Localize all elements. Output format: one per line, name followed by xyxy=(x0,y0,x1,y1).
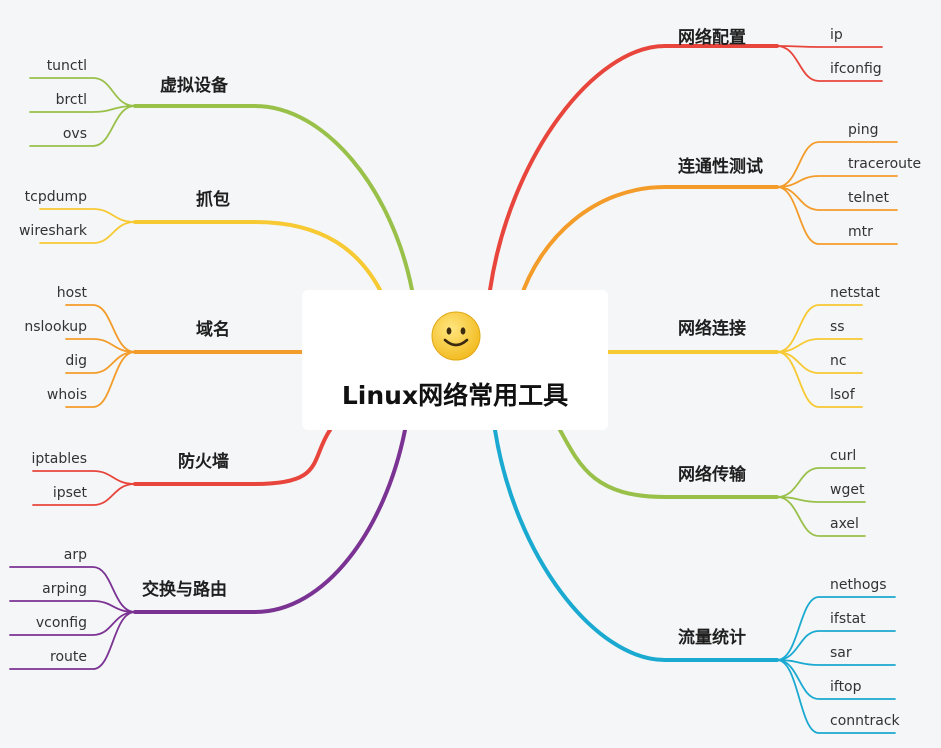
leaf-connector-domain_name-0 xyxy=(65,304,136,353)
leaf-network_transfer-2[interactable]: axel xyxy=(830,516,859,532)
topic-connectivity_test[interactable]: 连通性测试 xyxy=(678,157,763,177)
leaf-connector-packet_capture-0 xyxy=(39,208,136,223)
leaf-connector-network_transfer-0 xyxy=(776,467,866,498)
leaf-connector-virtual_devices-1 xyxy=(29,105,136,113)
leaf-network_connection-1[interactable]: ss xyxy=(830,319,845,335)
leaf-packet_capture-1[interactable]: wireshark xyxy=(18,223,87,239)
leaf-virtual_devices-2[interactable]: ovs xyxy=(62,126,87,142)
topic-firewall[interactable]: 防火墙 xyxy=(178,452,229,472)
leaf-traffic_stats-3[interactable]: iftop xyxy=(830,679,862,695)
topic-network_connection[interactable]: 网络连接 xyxy=(678,319,746,339)
leaf-connectivity_test-2[interactable]: telnet xyxy=(848,190,889,206)
leaf-network_connection-0[interactable]: netstat xyxy=(830,285,880,301)
leaf-connector-domain_name-1 xyxy=(65,338,136,353)
leaf-connector-network_config-1 xyxy=(776,45,883,82)
leaf-switching_routing-1[interactable]: arping xyxy=(42,581,87,597)
topic-virtual_devices[interactable]: 虚拟设备 xyxy=(160,76,228,96)
topic-domain_name[interactable]: 域名 xyxy=(196,320,230,340)
leaf-connector-domain_name-3 xyxy=(65,351,136,408)
branch-connector-network_transfer xyxy=(558,428,779,499)
leaf-connector-connectivity_test-2 xyxy=(776,186,898,211)
leaf-connector-network_connection-1 xyxy=(776,338,863,353)
leaf-domain_name-3[interactable]: whois xyxy=(46,387,87,403)
leaf-virtual_devices-1[interactable]: brctl xyxy=(55,92,87,108)
topic-switching_routing[interactable]: 交换与路由 xyxy=(142,580,227,600)
leaf-connectivity_test-0[interactable]: ping xyxy=(848,122,879,138)
leaf-connector-network_config-0 xyxy=(776,45,883,48)
leaf-traffic_stats-0[interactable]: nethogs xyxy=(830,577,887,593)
leaf-firewall-1[interactable]: ipset xyxy=(52,485,87,501)
branch-connector-virtual_devices xyxy=(133,104,414,292)
leaf-switching_routing-0[interactable]: arp xyxy=(63,547,87,563)
topic-packet_capture[interactable]: 抓包 xyxy=(196,190,230,210)
leaf-traffic_stats-4[interactable]: conntrack xyxy=(830,713,900,729)
leaf-connector-traffic_stats-2 xyxy=(776,659,896,666)
branch-connector-network_config xyxy=(488,44,779,292)
leaf-switching_routing-3[interactable]: route xyxy=(50,649,87,665)
leaf-connector-switching_routing-2 xyxy=(9,611,136,636)
topic-traffic_stats[interactable]: 流量统计 xyxy=(678,628,746,648)
leaf-network_connection-2[interactable]: nc xyxy=(830,353,847,369)
leaf-switching_routing-2[interactable]: vconfig xyxy=(35,615,87,631)
root-title: Linux网络常用工具 xyxy=(341,381,569,410)
leaf-domain_name-1[interactable]: nslookup xyxy=(24,319,87,335)
leaf-network_transfer-1[interactable]: wget xyxy=(830,482,865,498)
leaf-network_config-0[interactable]: ip xyxy=(830,27,843,43)
leaf-packet_capture-0[interactable]: tcpdump xyxy=(24,189,87,205)
smiley-face-icon xyxy=(431,311,481,361)
topic-network_transfer[interactable]: 网络传输 xyxy=(678,465,746,485)
leaf-connector-network_connection-3 xyxy=(776,351,863,408)
leaf-traffic_stats-1[interactable]: ifstat xyxy=(830,611,866,627)
leaf-firewall-0[interactable]: iptables xyxy=(31,451,87,467)
leaf-connector-traffic_stats-1 xyxy=(776,630,896,661)
leaf-connector-virtual_devices-0 xyxy=(29,77,136,107)
leaf-connector-firewall-1 xyxy=(32,483,136,506)
branch-connector-packet_capture xyxy=(133,220,382,292)
leaf-connector-switching_routing-0 xyxy=(9,566,136,613)
leaf-connectivity_test-3[interactable]: mtr xyxy=(848,224,873,240)
leaf-network_config-1[interactable]: ifconfig xyxy=(830,61,882,77)
leaf-connector-network_transfer-2 xyxy=(776,496,866,537)
leaf-connector-network_connection-2 xyxy=(776,351,863,374)
leaf-connector-firewall-0 xyxy=(32,470,136,485)
leaf-domain_name-2[interactable]: dig xyxy=(65,353,87,369)
leaf-connector-connectivity_test-0 xyxy=(776,141,898,188)
topic-network_config[interactable]: 网络配置 xyxy=(678,28,746,48)
leaf-domain_name-0[interactable]: host xyxy=(56,285,87,301)
leaf-traffic_stats-2[interactable]: sar xyxy=(830,645,852,661)
leaf-network_connection-3[interactable]: lsof xyxy=(830,387,855,403)
leaf-connector-switching_routing-3 xyxy=(9,611,136,670)
leaf-connector-packet_capture-1 xyxy=(39,221,136,244)
leaf-connector-switching_routing-1 xyxy=(9,600,136,613)
leaf-connector-network_connection-0 xyxy=(776,304,863,353)
branch-connector-firewall xyxy=(133,428,332,486)
leaf-virtual_devices-0[interactable]: tunctl xyxy=(46,58,87,74)
leaf-connector-traffic_stats-3 xyxy=(776,659,896,700)
leaf-connector-traffic_stats-0 xyxy=(776,596,896,661)
branch-connector-traffic_stats xyxy=(493,428,779,662)
leaf-connectivity_test-1[interactable]: traceroute xyxy=(848,156,922,172)
root-topic-card[interactable]: Linux网络常用工具 xyxy=(302,290,608,430)
branch-connector-switching_routing xyxy=(133,428,407,614)
leaf-connector-virtual_devices-2 xyxy=(29,105,136,147)
leaf-connector-connectivity_test-3 xyxy=(776,186,898,245)
leaf-connector-connectivity_test-1 xyxy=(776,175,898,188)
branch-connector-connectivity_test xyxy=(518,185,779,302)
leaf-connector-network_transfer-1 xyxy=(776,496,866,503)
leaf-network_transfer-0[interactable]: curl xyxy=(830,448,857,464)
leaf-connector-traffic_stats-4 xyxy=(776,659,896,734)
